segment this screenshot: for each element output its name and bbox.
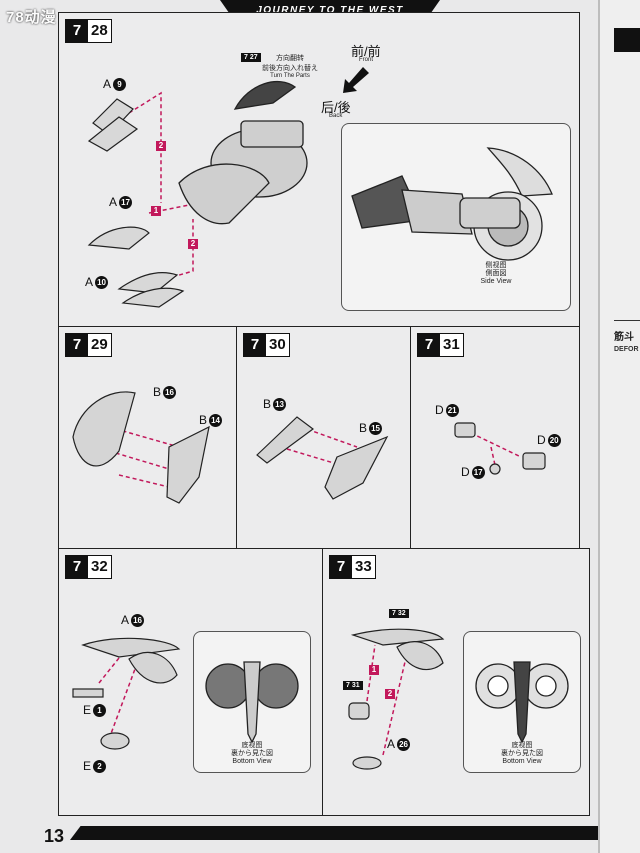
sequence-2-top: 2 (156, 141, 166, 151)
ref-badge-7-32: 7 32 (389, 609, 409, 618)
header-title: JOURNEY TO THE WEST (256, 5, 404, 16)
bottom-view-drawing (475, 661, 569, 744)
page-number: 13 (44, 826, 65, 846)
sequence-2: 2 (385, 689, 395, 699)
adjacent-page: 筋斗 DEFOR (598, 0, 640, 853)
step-32-drawing (72, 637, 181, 750)
ref-badge-7-31: 7 31 (343, 681, 363, 690)
step-30-drawing (256, 416, 389, 500)
adjacent-title-cn: 筋斗 (614, 332, 634, 343)
assembly-lines (87, 80, 308, 308)
sequence-1: 1 (151, 206, 161, 216)
adjacent-divider (614, 320, 640, 321)
turn-badge: 7 27 (241, 53, 261, 62)
sequence-1: 1 (369, 665, 379, 675)
direction-indicator: 前/前 Front 后/後 Back (321, 44, 381, 119)
watermark: 78动漫 (6, 9, 57, 26)
sequence-2-bottom: 2 (188, 239, 198, 249)
footer-bar (70, 826, 598, 840)
adjacent-title-en: DEFOR (614, 346, 639, 353)
turn-parts-note: 7 27 方向翻转 前後方向入れ替え Turn The Parts (235, 53, 345, 79)
step-29-drawing (72, 391, 210, 504)
adjacent-step-badge (614, 28, 640, 52)
side-view-drawing (351, 147, 553, 261)
step-33-drawing (348, 628, 445, 770)
bottom-view-inset: 底视图 裏から見た図 Bottom View (463, 631, 581, 773)
bottom-view-drawing (205, 661, 299, 744)
step-31-drawing (454, 422, 546, 475)
bottom-view-inset: 底视图 裏から見た図 Bottom View (193, 631, 311, 773)
direction-arrow-icon (343, 67, 369, 93)
side-view-inset: 侧视图 側面図 Side View (341, 123, 571, 311)
